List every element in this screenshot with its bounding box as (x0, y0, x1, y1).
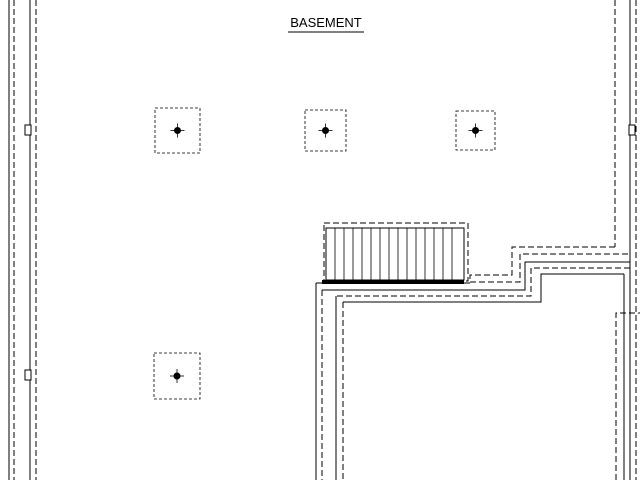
column-footing-3 (455, 110, 496, 151)
column-footing-1 (154, 107, 201, 154)
right-exterior-wall (322, 0, 640, 480)
left-wall-opening-lower (24, 369, 32, 381)
left-exterior-wall (8, 0, 37, 480)
column-post-icon (318, 123, 333, 138)
staircase (323, 222, 469, 282)
column-post-icon (468, 123, 483, 138)
column-post-icon (170, 369, 184, 383)
column-post-icon (170, 123, 185, 138)
right-wall-opening (628, 124, 636, 136)
plan-title: BASEMENT (288, 15, 364, 33)
plan-title-text: BASEMENT (290, 15, 362, 30)
column-footing-4 (153, 352, 201, 400)
left-wall-opening-upper (24, 124, 32, 136)
column-footing-2 (304, 109, 347, 152)
interior-partition (315, 280, 470, 480)
